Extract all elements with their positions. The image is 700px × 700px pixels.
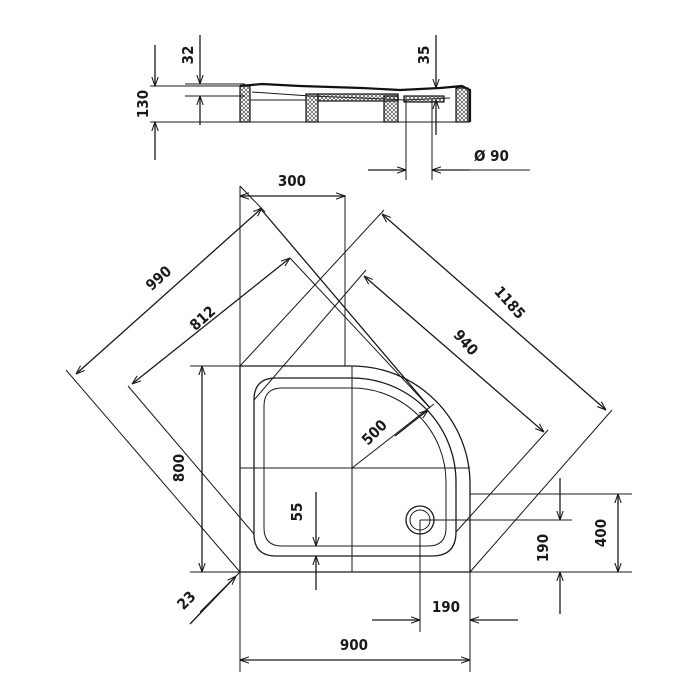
- dim-300: 300: [278, 172, 306, 190]
- dim-400: 400: [592, 519, 610, 547]
- dim-190-horizontal: 190: [432, 598, 460, 616]
- rib-right: [455, 87, 469, 123]
- dim-500: 500: [358, 416, 391, 449]
- dim-diameter-90: Ø 90: [474, 147, 509, 165]
- rib-middle-1: [305, 93, 319, 123]
- tray-outer-rim: [239, 365, 471, 573]
- dim-900: 900: [340, 636, 368, 654]
- dim-1185: 1185: [490, 283, 529, 323]
- dim-23: 23: [173, 587, 199, 613]
- side-section-view: 130 32 35 Ø 90: [134, 35, 530, 180]
- basin-outline: [253, 377, 457, 557]
- rib-middle-2: [383, 95, 399, 123]
- dim-32: 32: [179, 46, 197, 65]
- rib-drain-strip: [403, 95, 445, 103]
- dim-55: 55: [288, 503, 306, 522]
- plan-view: 300 990 812 1185 940 500 800 5: [65, 172, 632, 672]
- rib-left: [239, 85, 251, 123]
- dim-190-vertical: 190: [534, 534, 552, 562]
- dim-35: 35: [415, 46, 433, 65]
- dim-130: 130: [134, 90, 152, 118]
- dim-800: 800: [170, 454, 188, 482]
- dim-812: 812: [186, 302, 219, 334]
